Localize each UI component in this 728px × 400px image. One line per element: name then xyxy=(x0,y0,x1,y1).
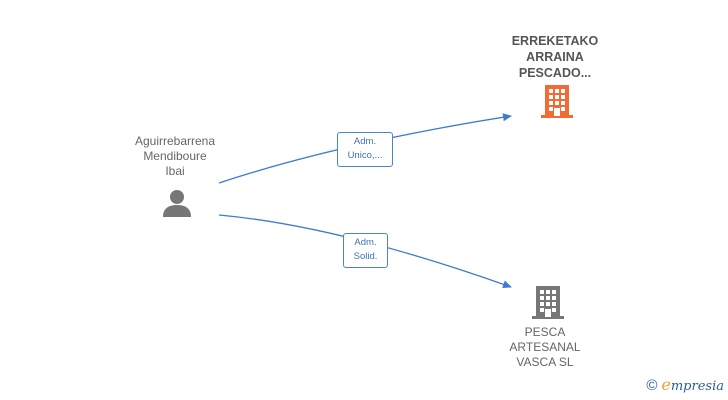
person-name[interactable]: Aguirrebarrena Mendiboure Ibai xyxy=(115,134,235,179)
company-bottom-name-line: VASCA SL xyxy=(516,355,574,369)
company-top-name-line: ARRAINA xyxy=(526,50,584,64)
company-bottom-name[interactable]: PESCA ARTESANAL VASCA SL xyxy=(485,325,605,370)
edge-label-line: Solid. xyxy=(353,251,378,262)
person-icon[interactable] xyxy=(162,189,192,217)
company-top-name-line: ERREKETAKO xyxy=(511,34,599,48)
building-icon[interactable] xyxy=(541,84,573,118)
company-top-name-line: PESCADO... xyxy=(518,66,592,80)
brand-text: mpresia xyxy=(670,379,724,394)
edge-label-bottom[interactable]: Adm. Solid. xyxy=(343,233,388,268)
company-bottom-name-line: PESCA xyxy=(524,325,566,339)
edge-label-line: Adm. xyxy=(353,136,377,147)
brand-logo: ©empresia xyxy=(646,375,724,394)
edge-label-line: Adm. xyxy=(354,237,377,248)
brand-e: e xyxy=(661,375,671,394)
edge-label-top[interactable]: Adm. Unico,... xyxy=(337,132,393,167)
building-icon[interactable] xyxy=(532,285,564,319)
company-bottom-name-line: ARTESANAL xyxy=(509,340,581,354)
person-name-line: Aguirrebarrena xyxy=(134,134,216,148)
person-name-line: Ibai xyxy=(165,164,185,178)
person-name-line: Mendiboure xyxy=(143,149,207,163)
edge-label-line: Unico,... xyxy=(347,150,383,161)
copyright-icon: © xyxy=(646,377,658,394)
company-top-name[interactable]: ERREKETAKO ARRAINA PESCADO... xyxy=(495,33,615,81)
